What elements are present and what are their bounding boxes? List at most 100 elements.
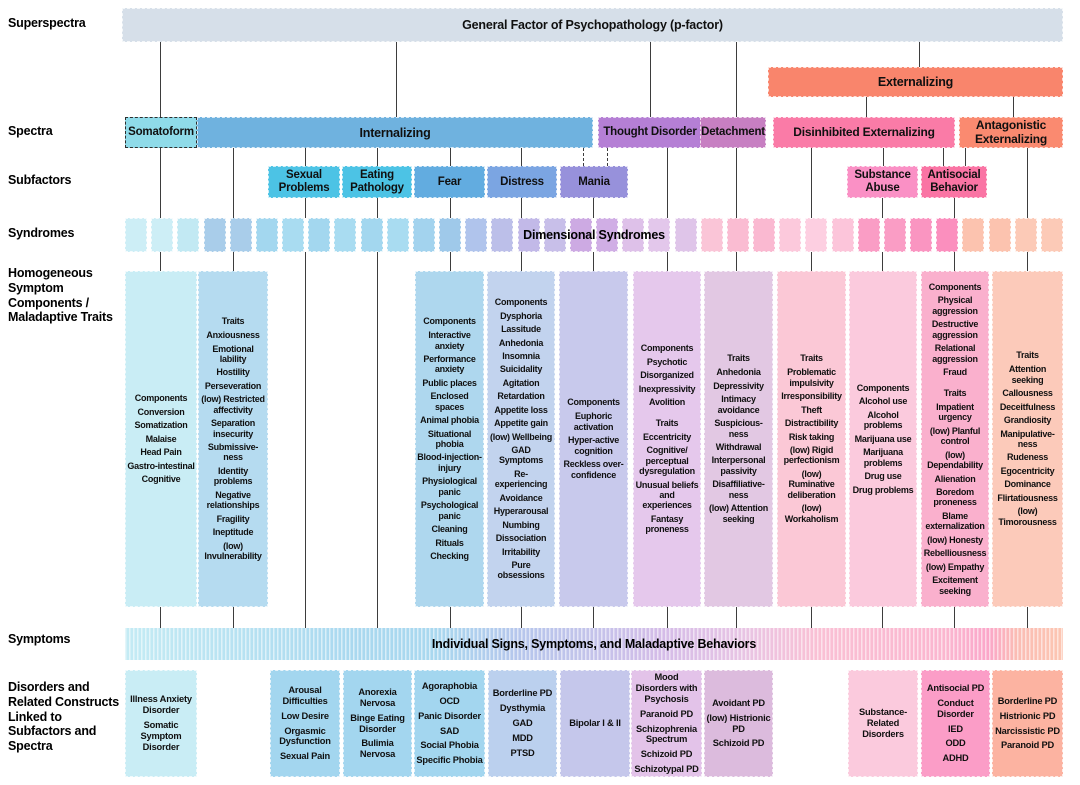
component-item: Gastro-intestinal [127, 460, 195, 471]
component-item: Psychotic [646, 356, 688, 367]
component-item: Callousness [1002, 388, 1053, 399]
component-item: (low) Honesty [927, 534, 983, 545]
disorder-item: Antisocial PD [926, 682, 985, 693]
dimensional-syndromes-band: Dimensional Syndromes [125, 218, 1063, 252]
component-item: Risk taking [788, 431, 835, 442]
syndrome-square [255, 218, 278, 252]
row-label-syndromes: Syndromes [8, 226, 75, 240]
syndrome-square [596, 218, 619, 252]
component-item: Physiological panic [422, 476, 477, 497]
component-item: Ineptitude [212, 527, 254, 538]
disorder-item: Panic Disorder [418, 710, 481, 721]
component-item: Fragility [216, 513, 250, 524]
syndrome-square [177, 218, 200, 252]
component-item: Situational phobia [427, 428, 472, 449]
component-item: Excitement seeking [932, 575, 978, 596]
component-item: Lassitude [501, 324, 541, 335]
connector-line [593, 252, 594, 271]
syndrome-square [936, 218, 959, 252]
syndrome-square [517, 218, 540, 252]
component-item: Anhedonia [716, 367, 761, 378]
component-item: Blood-injection-injury [417, 452, 482, 473]
component-item: (low) Planful control [929, 425, 981, 447]
connector-line [1013, 97, 1014, 117]
component-item: Dysphoria [500, 310, 542, 321]
connector-line [160, 148, 161, 218]
component-item: Rebelliousness [923, 548, 987, 559]
connector-line [882, 198, 883, 218]
row-label-subfactors: Subfactors [8, 173, 72, 187]
component-item: Animal phobia [420, 415, 479, 426]
disorder-item: Paranoid PD [1000, 740, 1055, 751]
component-item: Suicidality [499, 364, 543, 375]
component-item: (low) Ruminative deliberation [787, 468, 836, 500]
syndrome-square [308, 218, 331, 252]
component-item: Egocentricity [1000, 465, 1055, 476]
component-item: Intimacy avoidance [717, 394, 760, 415]
component-item: Enclosed spaces [430, 391, 469, 412]
component-item: (low) Wellbeing [489, 431, 553, 442]
section-title: Components [567, 397, 620, 408]
component-item: Alienation [934, 473, 976, 484]
syndrome-square [883, 218, 906, 252]
component-item: (low) Invulnerability [204, 540, 262, 561]
component-item: (low) Attention seeking [709, 503, 768, 524]
individual-symptoms-band: Individual Signs, Symptoms, and Maladapt… [125, 628, 1063, 660]
syndrome-square [386, 218, 409, 252]
connector-line [593, 607, 594, 628]
component-item: Unusual beliefs and experiences [635, 479, 699, 511]
component-item: Relational aggression [932, 343, 978, 364]
connector-line [866, 97, 867, 117]
disorder-item: Bulimia Nervosa [359, 738, 396, 760]
component-item: Alcohol use [858, 396, 908, 407]
connector-line [160, 42, 161, 117]
connector-line [607, 148, 608, 166]
superspectrum-externalizing: Externalizing [768, 67, 1063, 97]
subfactor-eating-pathology: Eating Pathology [342, 166, 412, 198]
component-item: Cognitive/ perceptual dysregulation [639, 445, 695, 477]
component-item: (low) Rigid perfectionism [783, 445, 840, 466]
syndrome-square [412, 218, 435, 252]
disorder-item: Binge Eating Disorder [350, 712, 405, 734]
connector-line [667, 607, 668, 628]
connector-line [305, 148, 306, 166]
component-item: Withdrawal [715, 442, 762, 452]
disorder-item: GAD [512, 718, 533, 729]
connector-line [1027, 252, 1028, 271]
component-item: Drug problems [852, 484, 914, 495]
component-item: Agitation [502, 377, 540, 388]
individual-symptoms-label: Individual Signs, Symptoms, and Maladapt… [431, 637, 757, 651]
component-item: Attention seeking [1008, 364, 1047, 385]
syndrome-square [151, 218, 174, 252]
disorder-item: ADHD [942, 753, 969, 764]
connector-line [377, 198, 378, 218]
component-item: Reckless over-confidence [563, 459, 624, 480]
component-item: Emotional lability [212, 343, 254, 364]
spectrum-somatoform: Somatoform [125, 117, 197, 148]
connector-line [521, 252, 522, 271]
row-label-symptoms: Symptoms [8, 632, 71, 646]
connector-line [965, 148, 966, 166]
syndrome-square [805, 218, 828, 252]
disorder-item: Sexual Pain [280, 751, 330, 762]
section-title: Traits [727, 353, 750, 364]
component-item: Theft [801, 404, 822, 415]
component-item: Retardation [497, 391, 545, 402]
connector-line [396, 42, 397, 117]
connector-line [450, 148, 451, 166]
disorder-item: IED [948, 723, 963, 734]
section-title: Components [856, 382, 910, 393]
spectrum-detachment: Detachment [700, 117, 766, 148]
disorder-item: SAD [439, 725, 460, 736]
subfactor-distress: Distress [487, 166, 557, 198]
disorder-item: Social Phobia [420, 740, 479, 751]
connector-line [450, 198, 451, 218]
subfactor-fear: Fear [414, 166, 485, 198]
